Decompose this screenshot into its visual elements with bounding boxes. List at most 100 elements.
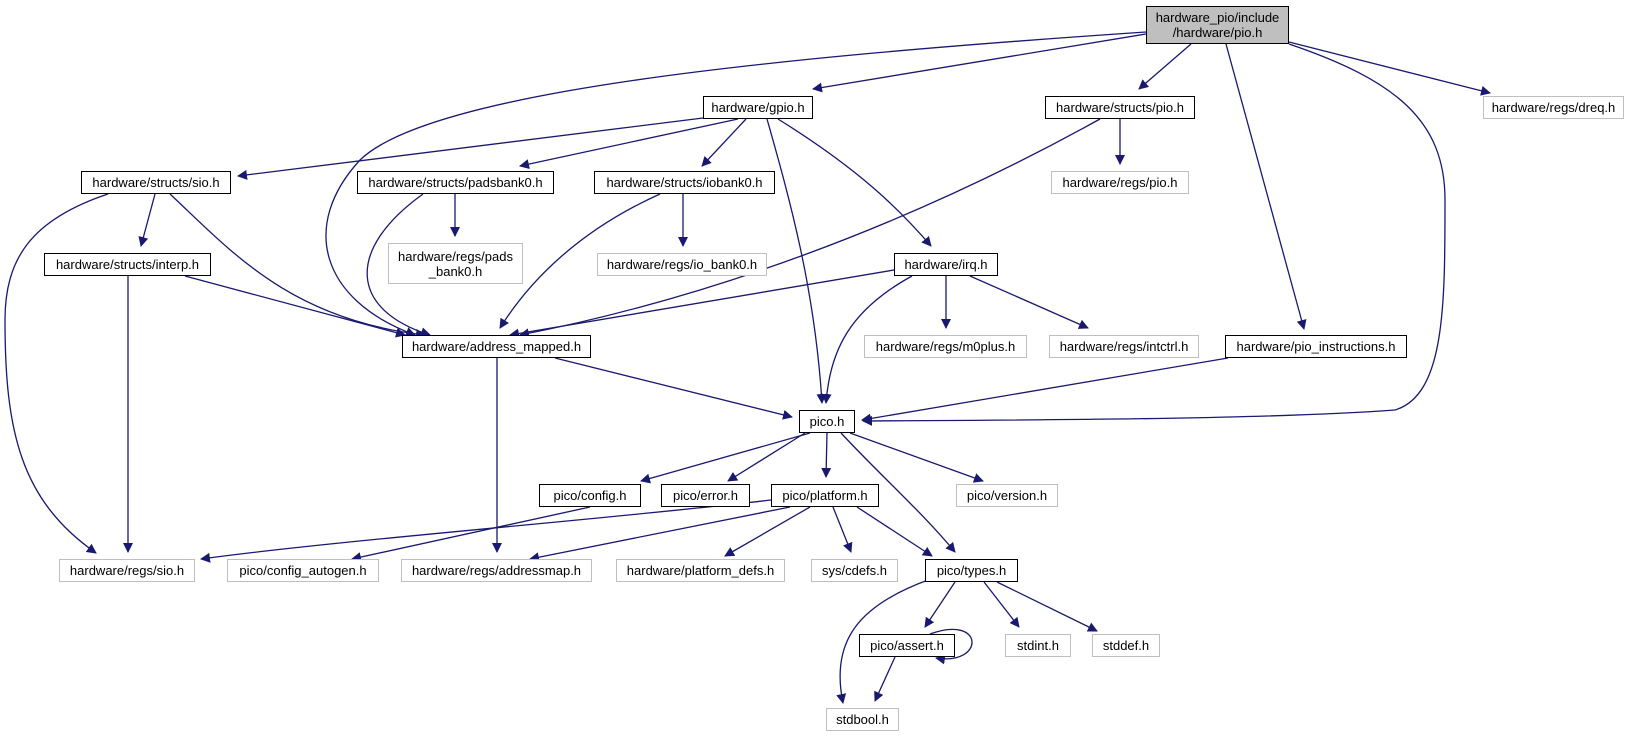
edge-root-to-gpio <box>812 33 1147 93</box>
node-label: hardware/irq.h <box>904 257 988 272</box>
node-address-mapped-h[interactable]: hardware/address_mapped.h <box>402 335 591 358</box>
edge-gpio-to-padsbank0 <box>519 118 739 169</box>
edge-root-to-structs_pio <box>1138 43 1192 90</box>
edge-pico-to-config <box>640 432 811 484</box>
node-label: hardware/gpio.h <box>711 100 805 115</box>
node-label: hardware/platform_defs.h <box>626 563 775 578</box>
node-regs-pads-bank0-h: hardware/regs/pads _bank0.h <box>388 243 523 284</box>
edge-root-to-pico <box>862 43 1446 426</box>
node-pio-instructions-h[interactable]: hardware/pio_instructions.h <box>1225 335 1407 358</box>
edge-irq-to-pico <box>821 275 913 404</box>
node-label: hardware/pio_instructions.h <box>1236 339 1396 354</box>
node-label: hardware/regs/io_bank0.h <box>606 257 758 272</box>
edge-address_mapped-to-pico <box>554 357 793 420</box>
node-label: pico/config_autogen.h <box>239 563 367 578</box>
edge-platform-to-sys_cdefs <box>832 506 853 553</box>
node-label: pico/error.h <box>672 488 739 503</box>
edge-padsbank0-to-address_mapped <box>366 193 431 338</box>
node-structs-iobank0-h[interactable]: hardware/structs/iobank0.h <box>594 171 775 194</box>
node-label: pico.h <box>809 414 845 429</box>
node-label: hardware/regs/addressmap.h <box>411 563 582 578</box>
node-stddef-h: stddef.h <box>1092 634 1160 657</box>
node-regs-m0plus-h: hardware/regs/m0plus.h <box>864 335 1027 358</box>
node-platform-defs-h: hardware/platform_defs.h <box>616 559 785 582</box>
node-structs-padsbank0-h[interactable]: hardware/structs/padsbank0.h <box>357 171 554 194</box>
node-label: hardware/structs/sio.h <box>92 175 220 190</box>
node-label: hardware/structs/interp.h <box>55 257 200 272</box>
edge-pico-to-types <box>840 432 956 553</box>
node-label: hardware/regs/intctrl.h <box>1059 339 1189 354</box>
edge-platform-to-regs_addressmap <box>529 506 791 563</box>
edge-structs_sio-to-regs_sio <box>4 193 109 554</box>
dependency-edges <box>4 31 1491 704</box>
node-regs-addressmap-h: hardware/regs/addressmap.h <box>401 559 592 582</box>
node-regs-io-bank0-h: hardware/regs/io_bank0.h <box>597 253 767 276</box>
node-structs-interp-h[interactable]: hardware/structs/interp.h <box>44 253 211 276</box>
node-sys-cdefs-h: sys/cdefs.h <box>811 559 898 582</box>
edge-config-to-config_autogen <box>351 506 591 562</box>
node-pico-error-h[interactable]: pico/error.h <box>661 484 750 507</box>
edge-gpio-to-irq <box>777 118 932 247</box>
node-structs-pio-h[interactable]: hardware/structs/pio.h <box>1045 96 1195 119</box>
node-label: pico/platform.h <box>782 488 868 503</box>
edge-irq-to-address_mapped <box>509 269 895 339</box>
edge-platform-to-regs_sio <box>200 499 772 563</box>
node-pico-config-h[interactable]: pico/config.h <box>539 484 641 507</box>
node-label: pico/version.h <box>966 488 1048 503</box>
node-regs-dreq-h: hardware/regs/dreq.h <box>1483 96 1624 119</box>
edge-platform-to-types <box>856 506 933 557</box>
edge-types-to-assert <box>924 581 956 628</box>
edge-pico-to-version <box>849 432 984 483</box>
node-label: stddef.h <box>1102 638 1150 653</box>
node-label: hardware/regs/sio.h <box>69 563 185 578</box>
node-label: pico/types.h <box>936 563 1007 578</box>
edge-types-to-stdint <box>983 581 1020 628</box>
edge-structs_pio-to-address_mapped <box>519 118 1101 339</box>
node-label: sys/cdefs.h <box>821 563 888 578</box>
edge-irq-to-regs_intctrl <box>969 275 1089 329</box>
node-label: hardware/structs/pio.h <box>1056 100 1184 115</box>
node-regs-sio-h: hardware/regs/sio.h <box>59 559 195 582</box>
node-pico-config-autogen-h: pico/config_autogen.h <box>227 559 379 582</box>
node-label: pico/assert.h <box>870 638 944 653</box>
node-structs-sio-h[interactable]: hardware/structs/sio.h <box>81 171 231 194</box>
edge-root-to-pio_instructions <box>1225 43 1307 330</box>
edge-interp-to-address_mapped <box>184 275 406 338</box>
node-gpio-h[interactable]: hardware/gpio.h <box>703 96 813 119</box>
node-stdbool-h: stdbool.h <box>826 708 899 731</box>
edge-platform-to-platform_defs <box>724 506 811 557</box>
node-label: hardware/structs/iobank0.h <box>606 175 763 190</box>
node-root-pio-h: hardware_pio/include /hardware/pio.h <box>1146 6 1289 44</box>
node-label: pico/config.h <box>553 488 627 503</box>
edge-root-to-regs_dreq <box>1288 41 1491 96</box>
node-label: hardware_pio/include /hardware/pio.h <box>1155 10 1280 40</box>
edge-types-to-stddef <box>996 581 1098 632</box>
node-pico-assert-h[interactable]: pico/assert.h <box>859 634 955 657</box>
edge-root-to-address_mapped <box>325 31 1147 337</box>
edge-gpio-to-pico <box>766 118 827 404</box>
edge-structs_sio-to-address_mapped <box>169 193 426 339</box>
node-label: hardware/regs/pads _bank0.h <box>398 248 513 279</box>
edge-pico-to-error <box>727 432 806 482</box>
node-label: stdbool.h <box>836 712 889 727</box>
node-regs-intctrl-h: hardware/regs/intctrl.h <box>1049 335 1199 358</box>
node-pico-types-h[interactable]: pico/types.h <box>925 559 1018 582</box>
edge-iobank0-to-address_mapped <box>499 193 661 329</box>
edge-structs_sio-to-interp <box>138 193 156 247</box>
edge-gpio-to-iobank0 <box>701 118 747 167</box>
node-label: stdint.h <box>1017 638 1059 653</box>
node-pico-platform-h[interactable]: pico/platform.h <box>771 484 879 507</box>
node-label: hardware/address_mapped.h <box>411 339 582 354</box>
node-regs-pio-h: hardware/regs/pio.h <box>1051 171 1189 194</box>
edge-pico-to-platform <box>821 432 832 478</box>
node-label: hardware/regs/dreq.h <box>1491 100 1616 115</box>
node-pico-h[interactable]: pico.h <box>799 410 855 433</box>
node-label: hardware/structs/padsbank0.h <box>368 175 543 190</box>
edge-assert-to-stdbool <box>874 656 896 702</box>
node-stdint-h: stdint.h <box>1005 634 1071 657</box>
node-label: hardware/regs/m0plus.h <box>875 339 1016 354</box>
edge-assert-to-assert <box>929 628 973 665</box>
node-irq-h[interactable]: hardware/irq.h <box>894 253 998 276</box>
edge-types-to-stdbool <box>836 579 929 704</box>
